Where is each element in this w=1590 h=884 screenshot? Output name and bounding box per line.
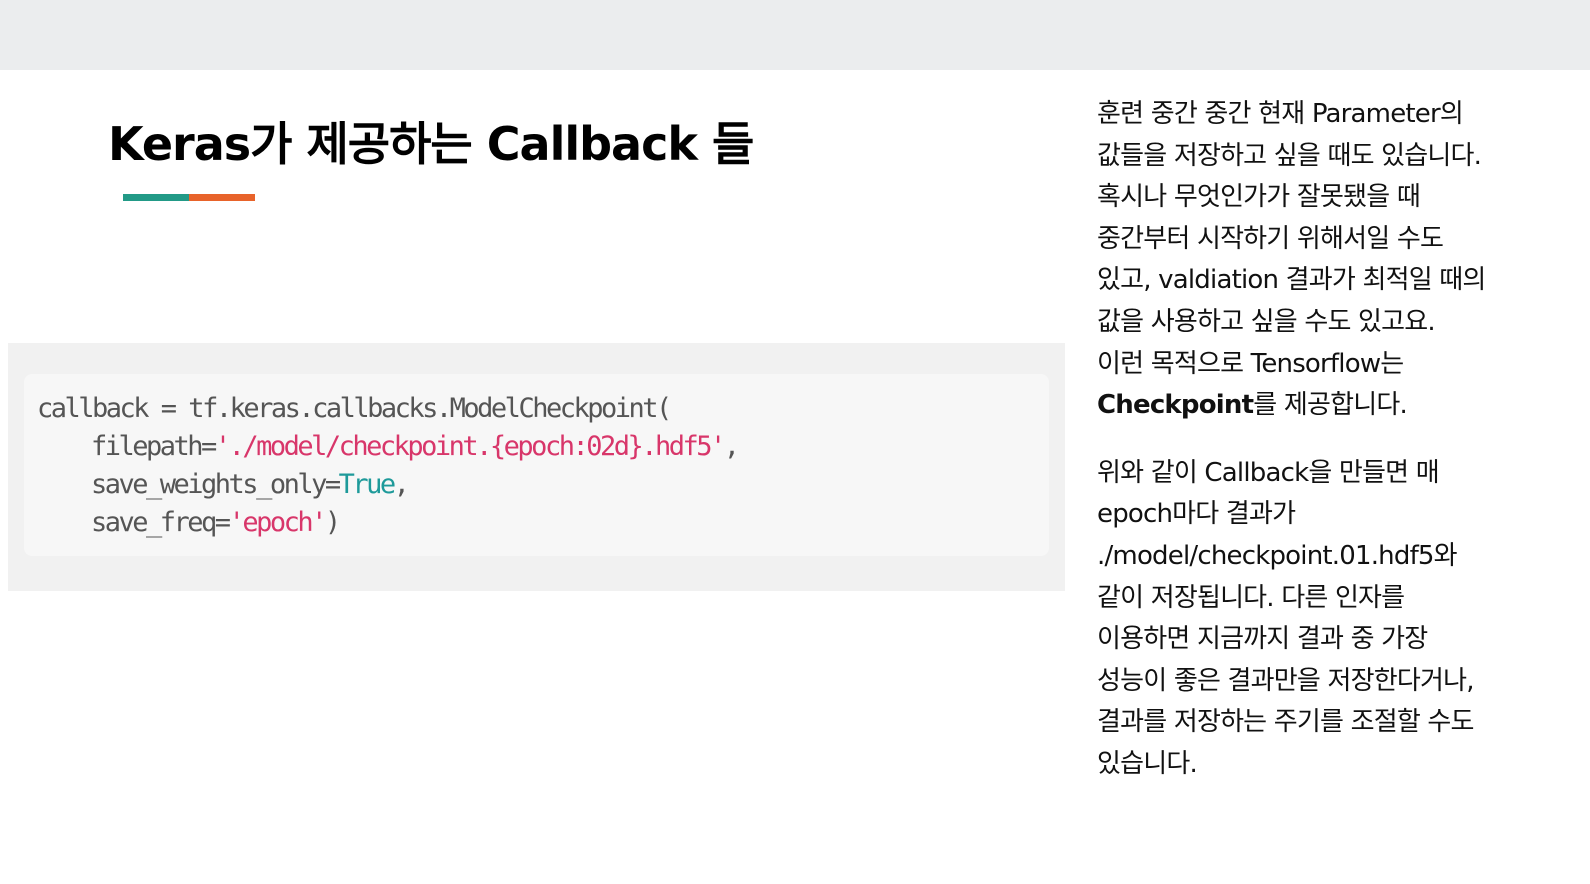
description-line: 위와 같이 Callback을 만들면 매 xyxy=(1097,457,1440,488)
description-line: ./model/checkpoint.01.hdf5와 xyxy=(1097,540,1458,571)
description-line: 중간부터 시작하기 위해서일 수도 xyxy=(1097,223,1444,254)
code-text: callback = tf.keras.callbacks.ModelCheck… xyxy=(37,393,672,424)
description-line: 이용하면 지금까지 결과 중 가장 xyxy=(1097,624,1428,655)
code-punct: , xyxy=(393,469,410,500)
description-text-fragment: 를 제공합니다. xyxy=(1253,390,1407,421)
code-arg-name: save_freq= xyxy=(91,507,231,538)
description-line: 이런 목적으로 Tensorflow는 xyxy=(1097,348,1404,379)
description-line: 있고, valdiation 결과가 최적일 때의 xyxy=(1097,265,1486,296)
code-punct: ) xyxy=(324,507,341,538)
description-line: 훈련 중간 중간 현재 Parameter의 xyxy=(1097,99,1464,129)
title-accent-bar xyxy=(123,194,255,201)
checkpoint-bold-term: Checkpoint xyxy=(1097,390,1254,421)
code-keyword: True xyxy=(338,469,397,500)
code-string: 'epoch' xyxy=(228,507,328,538)
accent-bar-orange xyxy=(189,194,255,201)
code-punct: , xyxy=(723,431,740,462)
description-line: 혹시나 무엇인가가 잘못됐을 때 xyxy=(1097,182,1421,213)
code-content: callback = tf.keras.callbacks.ModelCheck… xyxy=(37,390,740,542)
description-line: 있습니다. xyxy=(1097,748,1198,779)
description-text: 훈련 중간 중간 현재 Parameter의 값들을 저장하고 싶을 때도 있습… xyxy=(1097,94,1567,786)
code-arg-name: save_weights_only= xyxy=(91,469,341,500)
description-line: 값을 사용하고 싶을 수도 있고요. xyxy=(1097,306,1436,337)
top-header-bar xyxy=(0,0,1590,70)
accent-bar-teal xyxy=(123,194,189,201)
code-string: './model/checkpoint.{epoch:02d}.hdf5' xyxy=(214,431,726,462)
code-block xyxy=(24,374,1049,556)
description-line: epoch마다 결과가 xyxy=(1097,499,1296,530)
description-line: 같이 저장됩니다. 다른 인자를 xyxy=(1097,582,1405,613)
description-line: 결과를 저장하는 주기를 조절할 수도 xyxy=(1097,707,1474,738)
code-line-2: filepath='./model/checkpoint.{epoch:02d}… xyxy=(37,428,740,466)
code-line-1: callback = tf.keras.callbacks.ModelCheck… xyxy=(37,390,738,428)
description-line: Checkpoint를 제공합니다. xyxy=(1097,385,1567,427)
description-paragraph-1: 훈련 중간 중간 현재 Parameter의 값들을 저장하고 싶을 때도 있습… xyxy=(1097,94,1567,427)
description-line: 성능이 좋은 결과만을 저장한다거나, xyxy=(1097,665,1474,696)
code-line-4: save_freq='epoch') xyxy=(37,504,738,542)
description-line: 값들을 저장하고 싶을 때도 있습니다. xyxy=(1097,140,1482,171)
code-line-3: save_weights_only=True, xyxy=(37,466,738,504)
description-paragraph-2: 위와 같이 Callback을 만들면 매 epoch마다 결과가 ./mode… xyxy=(1097,453,1567,786)
slide-title: Keras가 제공하는 Callback 들 xyxy=(108,117,754,171)
code-arg-name: filepath= xyxy=(91,431,217,462)
